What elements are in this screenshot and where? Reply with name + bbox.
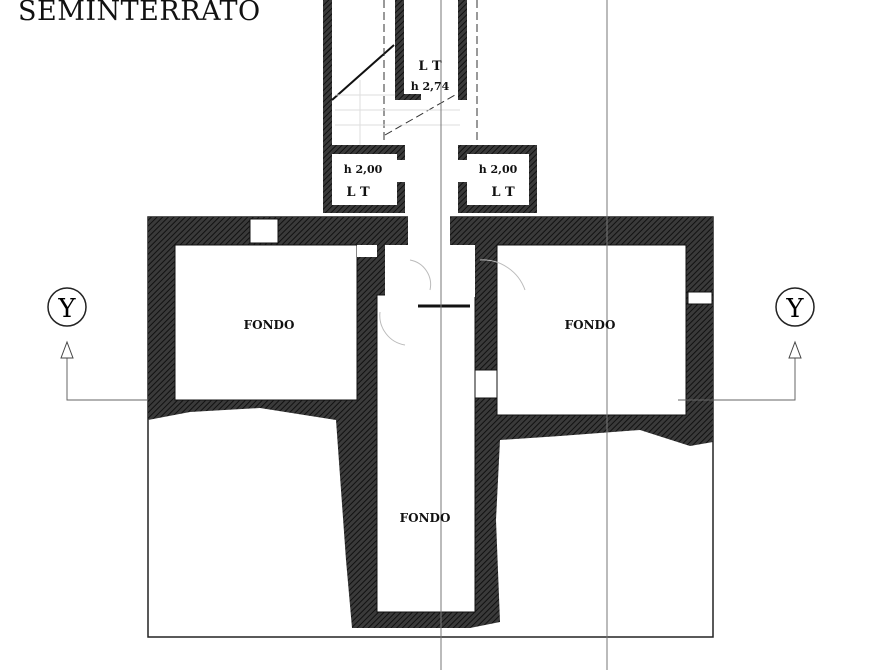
section-marker-label: Y [785, 294, 804, 324]
door-swing [479, 259, 526, 291]
small-room-right [458, 145, 537, 213]
section-marker-label: Y [57, 294, 76, 324]
left-room-height: h 2,00 [344, 163, 383, 176]
small-room-left [323, 145, 405, 213]
stair-wall [323, 0, 332, 145]
section-marker-left [47, 287, 87, 327]
section-arrow-icon [788, 340, 802, 359]
stair-wall [395, 0, 404, 100]
room-label: FONDO [244, 318, 295, 332]
section-line-left [66, 345, 148, 401]
niche [474, 369, 498, 399]
door-swing [379, 311, 406, 346]
stair-steps [335, 80, 460, 145]
window-right [687, 291, 713, 305]
stair-label: L T [418, 59, 442, 74]
door-gap [397, 160, 407, 182]
left-room-label: L T [346, 185, 370, 200]
stair-wall [458, 0, 467, 100]
door-swing [409, 259, 432, 291]
section-marker-right [775, 287, 815, 327]
room-right [496, 244, 687, 416]
entrance [408, 215, 450, 247]
room-center [376, 294, 476, 613]
stair-height: h 2,74 [411, 80, 450, 93]
right-room-label: L T [491, 185, 515, 200]
stair-wall [395, 94, 421, 100]
right-room-height: h 2,00 [479, 163, 518, 176]
window-left [249, 218, 279, 244]
stair-arrow [384, 94, 456, 136]
section-line-right [678, 345, 796, 401]
room-label: FONDO [565, 318, 616, 332]
room-label: FONDO [400, 511, 451, 525]
door-gap [456, 160, 468, 182]
plan-title: SEMINTERRATO [18, 0, 261, 27]
stair-cut-line [331, 44, 395, 101]
section-arrow-icon [60, 340, 74, 359]
wall-notch [357, 245, 377, 257]
room-left [174, 244, 358, 401]
